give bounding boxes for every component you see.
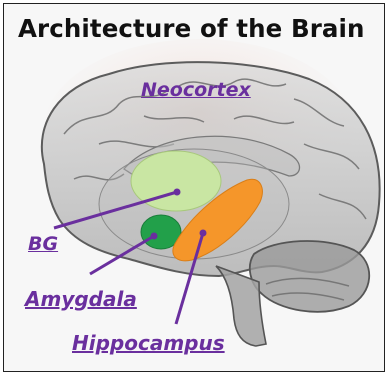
cerebellum-outline xyxy=(250,241,369,312)
brain-illustration xyxy=(4,4,385,372)
amygdala-label: Amygdala xyxy=(25,287,137,311)
neocortex-label: Neocortex xyxy=(141,79,251,101)
diagram-frame: Architecture of the Brain xyxy=(3,3,385,372)
bg-label: BG xyxy=(28,233,58,255)
hippocampus-label: Hippocampus xyxy=(72,331,225,355)
